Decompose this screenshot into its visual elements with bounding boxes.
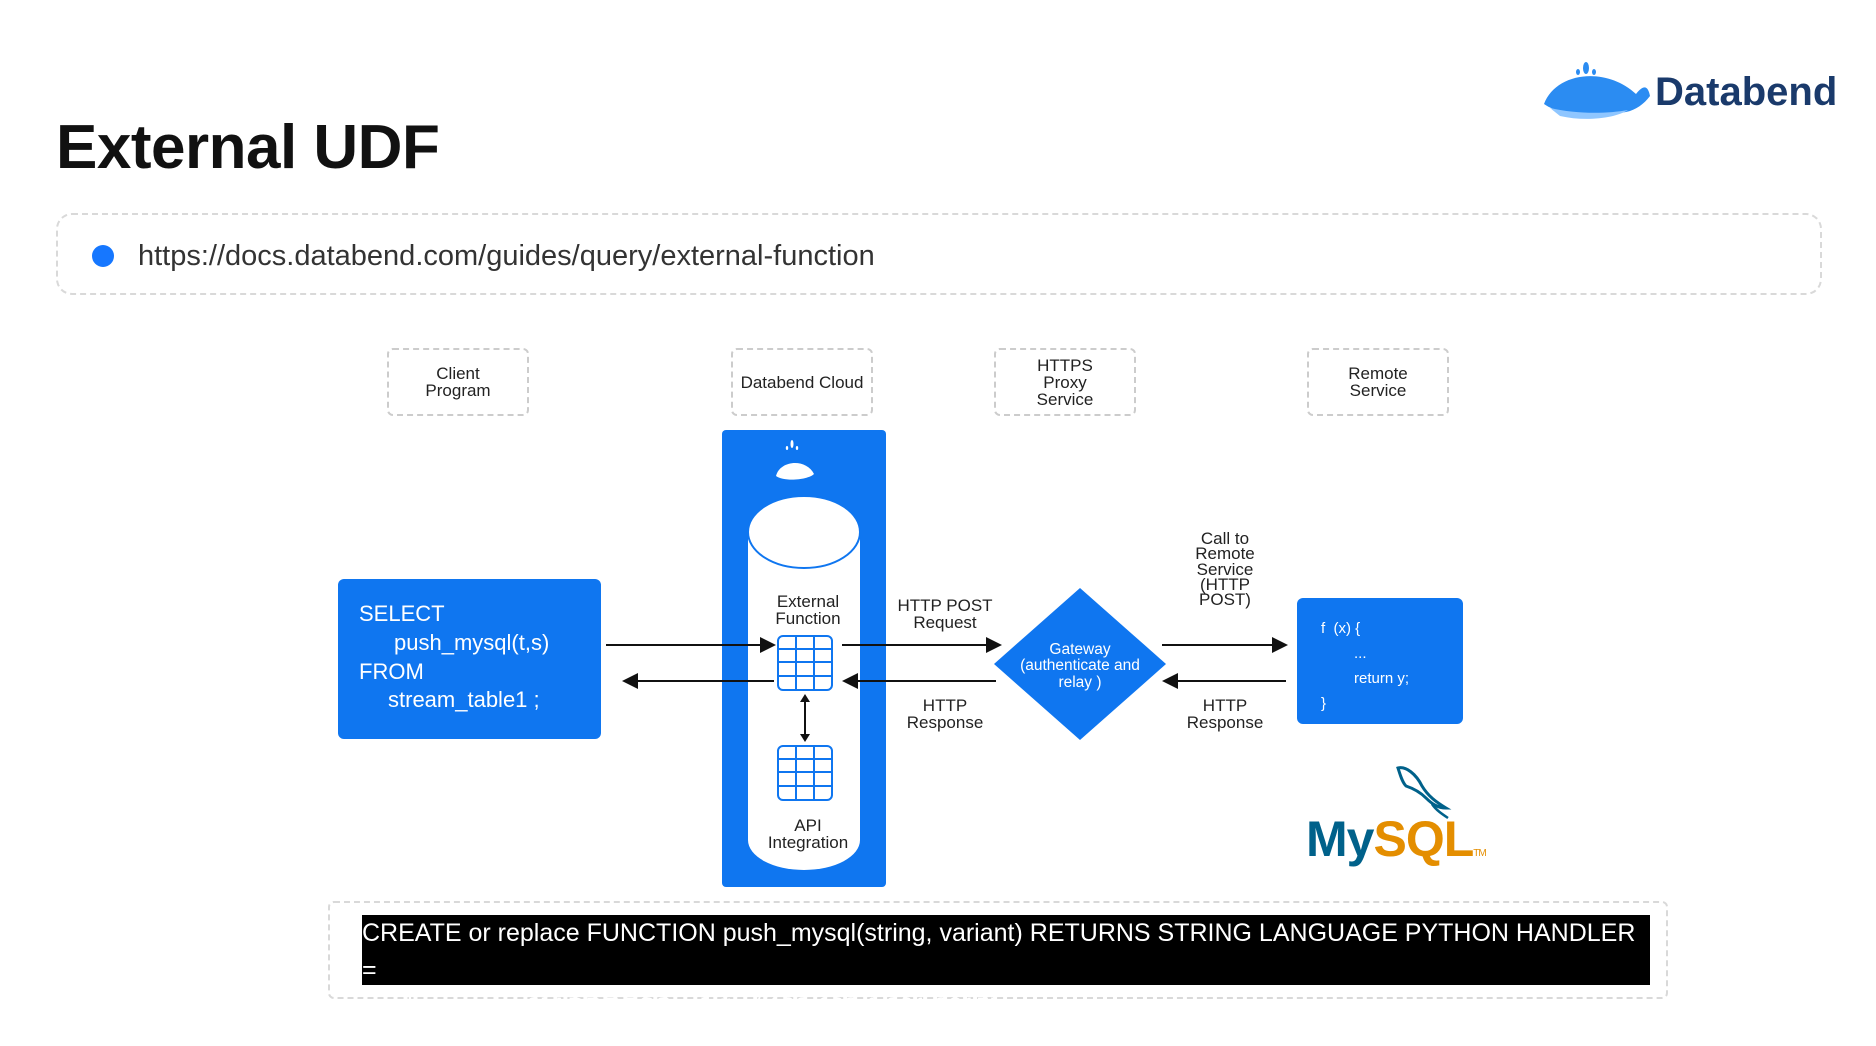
slide-title: External UDF	[56, 113, 440, 182]
sql-line-from: FROM	[359, 659, 424, 684]
mysql-logo-sql: SQL	[1373, 811, 1474, 867]
external-function-label: External Function	[775, 592, 841, 628]
mysql-logo-my: My	[1306, 811, 1374, 867]
api-integration-table-icon	[777, 745, 833, 801]
lane-client-program: Client Program	[387, 348, 529, 416]
client-sql-box: SELECT push_mysql(t,s) FROM stream_table…	[338, 579, 601, 739]
cloud-internals	[747, 440, 861, 870]
mysql-dolphin-logo-icon	[1396, 766, 1452, 820]
docs-url-link[interactable]: https://docs.databend.com/guides/query/e…	[138, 240, 875, 272]
func-line-close: }	[1321, 695, 1327, 712]
create-function-code: CREATE or replace FUNCTION push_mysql(st…	[362, 919, 1636, 1021]
bullet-dot	[92, 245, 114, 267]
double-arrow-icon	[800, 694, 810, 742]
databend-logo-text: Databend	[1655, 70, 1838, 114]
label-call-to-remote: Call to Remote Service (HTTP POST)	[1195, 529, 1255, 610]
whale-icon	[776, 440, 814, 480]
func-line-ellipsis: ...	[1354, 645, 1367, 662]
url-box	[56, 213, 1822, 295]
label-http-post-request: HTTP POST Request	[897, 596, 993, 632]
lane-databend-cloud: Databend Cloud	[731, 348, 873, 416]
lane-remote-service: Remote Service	[1307, 348, 1449, 416]
func-line-signature: f (x) {	[1321, 620, 1361, 637]
databend-whale-logo-icon	[1544, 62, 1650, 119]
remote-function-box: f (x) { ... return y; }	[1297, 598, 1463, 724]
gateway-diamond	[994, 588, 1166, 740]
api-integration-label: API Integration	[767, 816, 849, 852]
label-http-response-left: HTTP Response	[906, 696, 984, 732]
gateway-label: Gateway (authenticate and relay )	[1020, 641, 1140, 691]
sql-line-call: push_mysql(t,s)	[394, 630, 550, 655]
lane-https-proxy-service: HTTPS Proxy Service	[994, 348, 1136, 416]
func-line-return: return y;	[1354, 670, 1410, 687]
mysql-logo-tm: TM	[1473, 848, 1486, 859]
mysql-logo-text: MySQLTM	[1306, 810, 1487, 868]
label-http-response-right: HTTP Response	[1186, 696, 1264, 732]
sql-line-table: stream_table1 ;	[388, 687, 540, 712]
code-box	[328, 901, 1668, 999]
sql-line-select: SELECT	[359, 601, 445, 626]
code-background	[362, 915, 1650, 985]
external-function-table-icon	[777, 635, 833, 691]
